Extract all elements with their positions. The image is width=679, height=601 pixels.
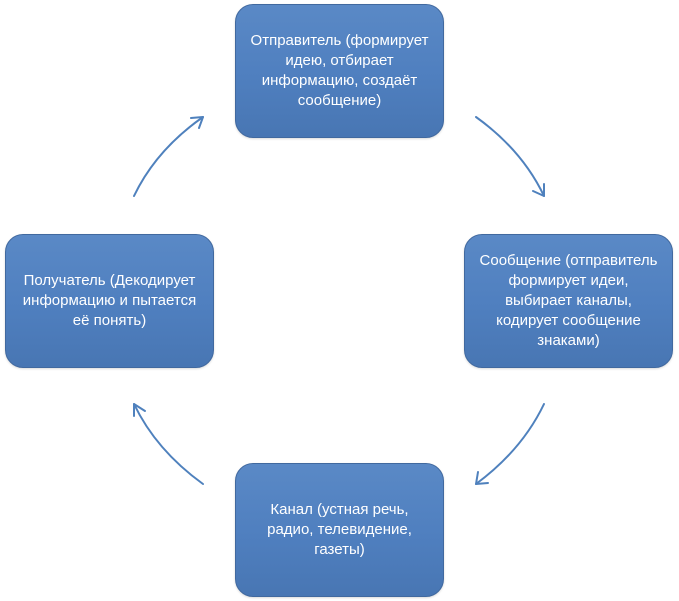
arrow-channel-to-receiver xyxy=(133,403,204,485)
arrow-message-to-channel xyxy=(475,403,545,485)
node-channel-text: Канал (устная речь, радио, телевидение, … xyxy=(267,501,412,558)
node-sender-text: Отправитель (формирует идею, отбирает ин… xyxy=(250,32,429,109)
node-message: Сообщение (отправитель формирует идеи, в… xyxy=(464,234,673,368)
arrowhead-sender-to-message xyxy=(532,183,545,197)
arrow-sender-to-message xyxy=(475,116,545,197)
node-channel: Канал (устная речь, радио, телевидение, … xyxy=(235,463,444,597)
arrowhead-receiver-to-sender xyxy=(190,116,204,129)
node-sender: Отправитель (формирует идею, отбирает ин… xyxy=(235,4,444,138)
arrowhead-channel-to-receiver xyxy=(133,403,146,417)
node-message-text: Сообщение (отправитель формирует идеи, в… xyxy=(479,252,658,349)
arrowhead-message-to-channel xyxy=(475,471,489,485)
node-receiver-text: Получатель (Декодирует информацию и пыта… xyxy=(22,272,197,329)
arrow-receiver-to-sender xyxy=(133,116,204,197)
node-receiver: Получатель (Декодирует информацию и пыта… xyxy=(5,234,214,368)
